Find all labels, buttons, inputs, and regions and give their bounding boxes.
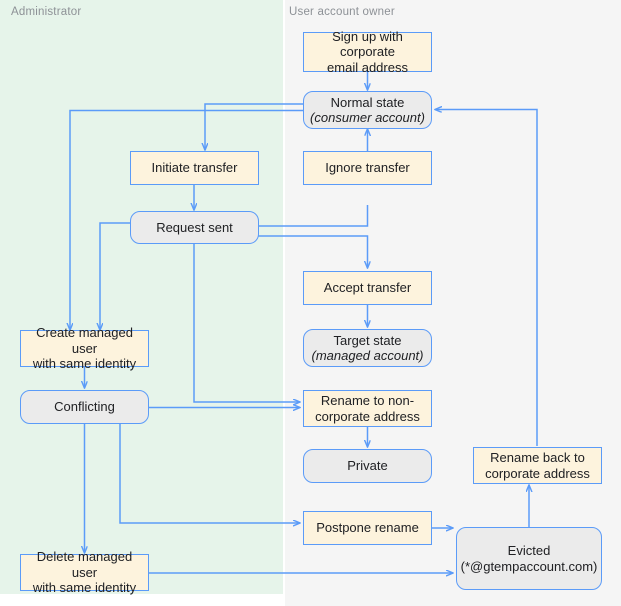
node-private-line1: Private [347, 458, 388, 474]
node-rename-back-to-corporate-line1: Rename back to [490, 450, 585, 465]
lane-administrator [0, 0, 283, 594]
lane-label-user-account-owner: User account owner [289, 6, 395, 18]
node-signup-line2: email address [327, 59, 408, 75]
node-normal-state[interactable]: Normal state (consumer account) [303, 91, 432, 129]
node-rename-back-to-corporate[interactable]: Rename back to corporate address [473, 447, 602, 484]
node-evicted-line1: Evicted [507, 543, 551, 558]
node-delete-managed-user-line1: Delete managed user [36, 549, 133, 580]
node-conflicting-line1: Conflicting [54, 399, 115, 415]
node-create-managed-user-line2: with same identity [32, 356, 137, 372]
node-create-managed-user[interactable]: Create managed user with same identity [20, 325, 149, 371]
node-initiate-transfer-line1: Initiate transfer [151, 160, 238, 176]
node-target-state-line2: (managed account) [311, 348, 424, 363]
node-ignore-transfer[interactable]: Ignore transfer [303, 151, 432, 185]
lane-label-administrator: Administrator [11, 6, 82, 18]
node-rename-to-non-corporate-line1: Rename to non- [320, 393, 415, 408]
node-signup[interactable]: Sign up with corporate email address [303, 28, 432, 75]
node-rename-to-non-corporate-line2: corporate address [315, 408, 420, 424]
node-target-state-line1: Target state [333, 332, 402, 348]
node-normal-state-line1: Normal state [330, 94, 405, 110]
node-create-managed-user-line1: Create managed user [36, 325, 133, 356]
node-signup-line1: Sign up with corporate [332, 28, 403, 60]
node-accept-transfer-line1: Accept transfer [323, 280, 412, 296]
node-evicted-line2: (*@gtempaccount.com) [460, 558, 598, 574]
node-conflicting[interactable]: Conflicting [20, 390, 149, 424]
node-ignore-transfer-line1: Ignore transfer [325, 160, 410, 176]
node-postpone-rename-line1: Postpone rename [316, 520, 419, 536]
node-evicted[interactable]: Evicted (*@gtempaccount.com) [456, 527, 602, 590]
node-normal-state-line2: (consumer account) [310, 110, 425, 125]
node-private[interactable]: Private [303, 449, 432, 483]
node-postpone-rename[interactable]: Postpone rename [303, 511, 432, 545]
node-request-sent-line1: Request sent [156, 219, 233, 235]
node-target-state[interactable]: Target state (managed account) [303, 329, 432, 367]
node-delete-managed-user-line2: with same identity [32, 580, 137, 596]
node-accept-transfer[interactable]: Accept transfer [303, 271, 432, 305]
node-request-sent[interactable]: Request sent [130, 211, 259, 244]
node-delete-managed-user[interactable]: Delete managed user with same identity [20, 549, 149, 595]
node-rename-to-non-corporate[interactable]: Rename to non- corporate address [303, 390, 432, 427]
node-rename-back-to-corporate-line2: corporate address [485, 465, 590, 481]
node-initiate-transfer[interactable]: Initiate transfer [130, 151, 259, 185]
